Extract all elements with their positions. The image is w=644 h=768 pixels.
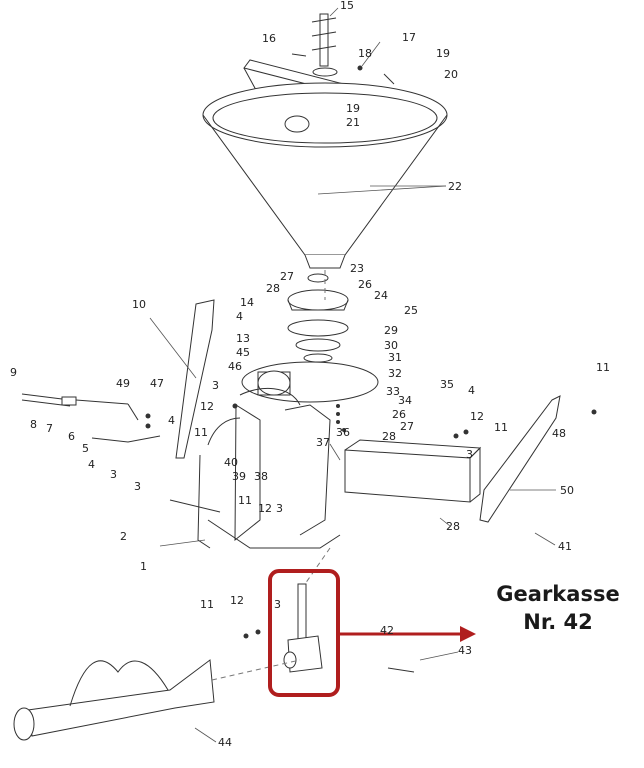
label-45: 45 bbox=[236, 346, 250, 359]
label-28: 28 bbox=[266, 282, 280, 295]
label-15: 15 bbox=[340, 0, 354, 12]
bolt-19 bbox=[383, 73, 395, 85]
annotation-title: Gearkasse bbox=[496, 582, 620, 606]
label-34: 34 bbox=[398, 394, 412, 407]
label-9: 9 bbox=[10, 366, 17, 379]
label-2: 2 bbox=[120, 530, 127, 543]
label-39: 39 bbox=[232, 470, 246, 483]
label-22: 22 bbox=[448, 180, 462, 193]
annotation-part-number: Nr. 42 bbox=[523, 610, 593, 634]
label-3e: 3 bbox=[276, 502, 283, 515]
label-14: 14 bbox=[240, 296, 254, 309]
leader-lines bbox=[149, 7, 556, 743]
label-4c: 4 bbox=[168, 414, 175, 427]
label-13: 13 bbox=[236, 332, 250, 345]
label-27b: 27 bbox=[400, 420, 414, 433]
label-35: 35 bbox=[440, 378, 454, 391]
bolt-16 bbox=[291, 53, 307, 57]
label-32: 32 bbox=[388, 367, 402, 380]
deflector-10 bbox=[175, 299, 215, 459]
label-12c: 12 bbox=[258, 502, 272, 515]
spreader-disc bbox=[241, 361, 379, 403]
main-frame bbox=[169, 387, 341, 549]
label-5: 5 bbox=[82, 442, 89, 455]
label-12d: 12 bbox=[230, 594, 244, 607]
label-36: 36 bbox=[336, 426, 350, 439]
label-3a: 3 bbox=[212, 379, 219, 392]
label-19: 19 bbox=[436, 47, 450, 60]
label-8: 8 bbox=[30, 418, 37, 431]
label-29: 29 bbox=[384, 324, 398, 337]
label-12a: 12 bbox=[200, 400, 214, 413]
nut-17 bbox=[357, 65, 363, 71]
label-3b: 3 bbox=[466, 448, 473, 461]
label-31: 31 bbox=[388, 351, 402, 364]
label-26b: 26 bbox=[392, 408, 406, 421]
pin-43 bbox=[387, 667, 415, 673]
label-3d: 3 bbox=[134, 480, 141, 493]
label-1: 1 bbox=[140, 560, 147, 573]
pto-shaft bbox=[13, 659, 215, 741]
label-23: 23 bbox=[350, 262, 364, 275]
label-28c: 28 bbox=[446, 520, 460, 533]
label-33: 33 bbox=[386, 385, 400, 398]
label-4: 4 bbox=[236, 310, 243, 323]
label-6: 6 bbox=[68, 430, 75, 443]
label-18: 18 bbox=[358, 47, 372, 60]
label-40: 40 bbox=[224, 456, 238, 469]
label-27: 27 bbox=[280, 270, 294, 283]
label-26: 26 bbox=[358, 278, 372, 291]
label-42: 42 bbox=[380, 624, 394, 637]
label-21: 21 bbox=[346, 116, 360, 129]
label-30: 30 bbox=[384, 339, 398, 352]
label-19b: 19 bbox=[346, 102, 360, 115]
label-49: 49 bbox=[116, 377, 130, 390]
label-43: 43 bbox=[458, 644, 472, 657]
agitator-post bbox=[311, 13, 338, 77]
side-shield bbox=[344, 439, 482, 503]
label-3c: 3 bbox=[110, 468, 117, 481]
hopper-cone bbox=[202, 82, 448, 269]
label-11c: 11 bbox=[194, 426, 208, 439]
label-11d: 11 bbox=[238, 494, 252, 507]
label-16: 16 bbox=[262, 32, 276, 45]
callout-arrow-head bbox=[460, 626, 476, 642]
label-50: 50 bbox=[560, 484, 574, 497]
label-20: 20 bbox=[444, 68, 458, 81]
deflector-50 bbox=[479, 395, 561, 523]
label-17: 17 bbox=[402, 31, 416, 44]
label-3f: 3 bbox=[274, 598, 281, 611]
label-7: 7 bbox=[46, 422, 53, 435]
label-48: 48 bbox=[552, 427, 566, 440]
label-46: 46 bbox=[228, 360, 242, 373]
gearbox-annotation: Gearkasse Nr. 42 bbox=[478, 580, 638, 636]
label-44: 44 bbox=[218, 736, 232, 749]
label-4b: 4 bbox=[468, 384, 475, 397]
label-28b: 28 bbox=[382, 430, 396, 443]
label-11e: 11 bbox=[200, 598, 214, 611]
control-lever bbox=[21, 393, 161, 443]
label-12b: 12 bbox=[470, 410, 484, 423]
gearbox bbox=[283, 583, 323, 673]
label-11a: 11 bbox=[596, 361, 610, 374]
label-25: 25 bbox=[404, 304, 418, 317]
label-37: 37 bbox=[316, 436, 330, 449]
label-11b: 11 bbox=[494, 421, 508, 434]
label-10: 10 bbox=[132, 298, 146, 311]
label-41: 41 bbox=[558, 540, 572, 553]
spinner-assembly bbox=[287, 273, 349, 363]
label-47: 47 bbox=[150, 377, 164, 390]
hardware-dots bbox=[145, 403, 597, 639]
part-number-labels: 15 16 17 18 19 20 19 21 22 23 27 26 28 2… bbox=[10, 0, 610, 749]
label-38: 38 bbox=[254, 470, 268, 483]
label-4d: 4 bbox=[88, 458, 95, 471]
label-24: 24 bbox=[374, 289, 388, 302]
